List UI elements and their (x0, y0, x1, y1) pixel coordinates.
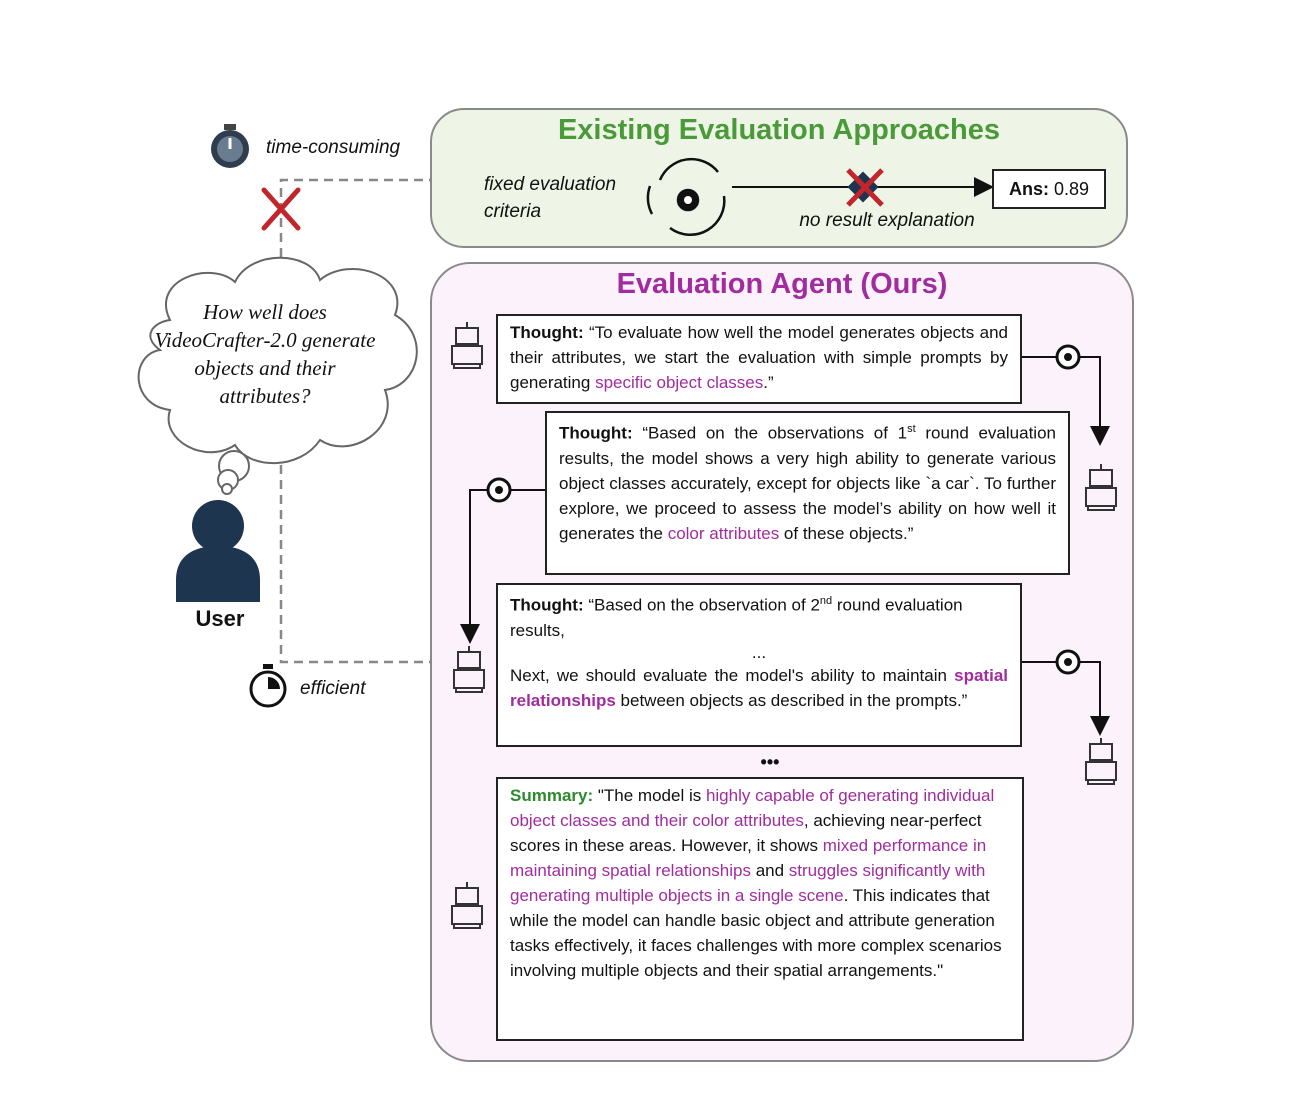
thought-2-highlight: color attributes (667, 523, 780, 543)
answer-box: Ans: 0.89 (992, 169, 1106, 209)
thought-box-1: Thought: “To evaluate how well the model… (496, 314, 1022, 404)
red-cross-icon (846, 168, 884, 207)
thought-label: Thought: (559, 423, 633, 443)
thought-3-highlight: spatial relationships (510, 665, 1008, 710)
robot-icon (1085, 464, 1117, 511)
summary-box: Summary: "The model is highly capable of… (496, 777, 1024, 1041)
flow-arrow-1 (1022, 356, 1110, 446)
summary-text-4: . This indicates that while the model ca… (510, 886, 1002, 980)
robot-icon (453, 646, 485, 693)
thought-2-sup: st (907, 423, 916, 435)
dashed-connector-top (279, 178, 430, 272)
robot-icon (451, 882, 483, 929)
red-cross-icon (261, 187, 301, 231)
summary-label: Summary: (510, 786, 594, 805)
summary-highlight-3: struggles significantly with generating … (510, 861, 986, 905)
thought-3-sup: nd (819, 595, 833, 607)
thought-1-highlight: specific object classes (595, 373, 764, 392)
thought-3-text-d: between objects as described in the prom… (615, 690, 968, 710)
thought-bubble (137, 256, 418, 495)
dashed-connector-bottom (279, 465, 430, 664)
flow-arrow-2 (460, 489, 545, 644)
summary-highlight-2: mixed performance in maintaining spatial… (510, 836, 987, 880)
thought-2-text-a: “Based on the observations of 1 (642, 423, 908, 443)
thought-box-3: Thought: “Based on the observation of 2n… (496, 583, 1022, 747)
agent-title: Evaluation Agent (Ours) (616, 268, 948, 300)
tool-gear-icon (1055, 344, 1081, 370)
thought-3-text-a: “Based on the observation of 2 (588, 595, 820, 615)
summary-text-1: "The model is (593, 786, 706, 805)
thought-3-ellipsis: ... (751, 642, 767, 662)
user-icon (176, 500, 260, 602)
summary-highlight-1: highly capable of generating individual … (510, 786, 995, 830)
tool-gear-icon (486, 477, 512, 503)
answer-value: 0.89 (1053, 179, 1090, 199)
efficient-label: efficient (300, 678, 366, 699)
user-label: User (195, 606, 245, 631)
summary-text-2: , achieving near-perfect scores in these… (510, 811, 982, 855)
thought-box-2: Thought: “Based on the observations of 1… (545, 411, 1070, 575)
thought-3-text-b: round evaluation results, (510, 595, 963, 640)
stopwatch-icon (249, 664, 287, 708)
user-question: How well does VideoCrafter-2.0 generate … (154, 300, 376, 408)
no-explanation-label: no result explanation (799, 210, 975, 231)
gear-cycle-icon (646, 157, 726, 236)
flow-arrow-3 (1022, 661, 1110, 736)
ellipsis-dots: ••• (760, 752, 780, 772)
fixed-criteria-label: fixed evaluation criteria (484, 174, 617, 222)
thought-1-end: .” (763, 373, 774, 392)
thought-2-text-b: round evaluation results, the model show… (559, 423, 1056, 543)
stopwatch-icon (211, 124, 249, 168)
tool-gear-icon (1055, 649, 1081, 675)
thought-2-text-c: of these objects.” (779, 523, 914, 543)
robot-icon (1085, 738, 1117, 785)
summary-text-3: and (750, 861, 789, 880)
thought-label: Thought: (510, 595, 584, 615)
thought-label: Thought: (510, 323, 584, 342)
existing-title: Existing Evaluation Approaches (557, 114, 1001, 146)
thought-1-text: “To evaluate how well the model generate… (510, 323, 1008, 392)
time-consuming-label: time-consuming (266, 137, 401, 158)
answer-label: Ans: (1008, 179, 1049, 199)
thought-3-text-c: Next, we should evaluate the model's abi… (510, 665, 955, 685)
robot-icon (451, 322, 483, 369)
